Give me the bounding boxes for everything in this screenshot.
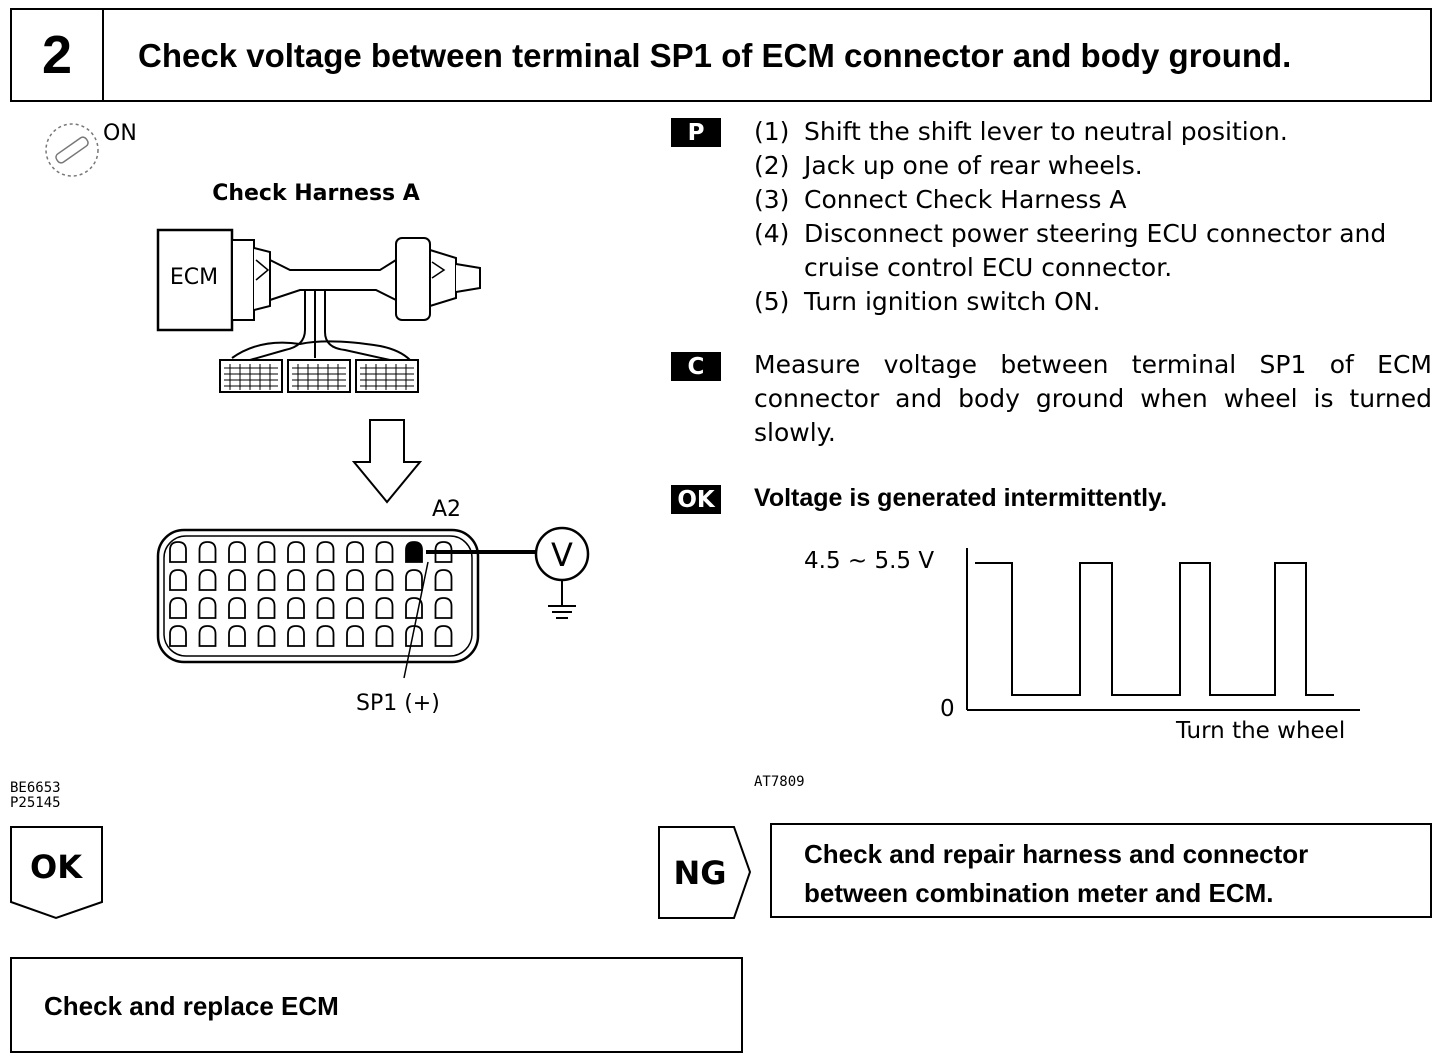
- terminal: [346, 597, 364, 619]
- terminal: [434, 625, 453, 647]
- ok-spec-text: Voltage is generated intermittently.: [754, 484, 1168, 512]
- terminal: [405, 569, 423, 591]
- diagram-code-1: BE6653: [10, 780, 61, 796]
- procedure-step: (5)Turn ignition switch ON.: [754, 287, 1101, 316]
- terminal: [375, 569, 394, 591]
- ng-result-text: Check and repair harness and connector b…: [804, 839, 1309, 908]
- terminal-grid: [169, 541, 453, 647]
- terminal: [169, 569, 187, 591]
- waveform-signal: [975, 562, 1334, 696]
- terminal: [287, 597, 305, 619]
- step-title: Check voltage between terminal SP1 of EC…: [138, 37, 1292, 74]
- ng-flow-label: NG: [673, 854, 726, 892]
- ecm-connector-face: [156, 528, 480, 664]
- ignition-on-label: ON: [103, 121, 137, 146]
- voltmeter-symbol: V: [551, 536, 573, 574]
- terminal: [346, 569, 364, 591]
- terminal: [257, 625, 276, 647]
- terminal: [257, 597, 276, 619]
- terminal: [257, 541, 276, 563]
- terminal: [228, 597, 246, 619]
- procedure-steps: (1)Shift the shift lever to neutral posi…: [754, 115, 1386, 319]
- diagram-code-2: P25145: [10, 795, 61, 811]
- procedure-step: (2)Jack up one of rear wheels.: [754, 151, 1143, 180]
- terminal-sp1: [405, 541, 423, 563]
- terminal: [375, 541, 394, 563]
- terminal: [228, 541, 246, 563]
- ng-flow-marker: NG: [658, 826, 752, 919]
- terminal: [346, 541, 364, 563]
- terminal: [316, 541, 335, 563]
- waveform-low-label: 0: [940, 696, 955, 722]
- terminal: [169, 625, 187, 647]
- ok-flow-marker: OK: [10, 826, 103, 920]
- terminal: [316, 597, 335, 619]
- terminal: [287, 625, 305, 647]
- sp1-label: SP1 (+): [356, 691, 440, 716]
- procedure-step: (4)Disconnect power steering ECU connect…: [754, 219, 1387, 248]
- terminal: [198, 569, 217, 591]
- terminal: [434, 569, 453, 591]
- terminal: [198, 597, 217, 619]
- terminal: [287, 569, 305, 591]
- terminal: [375, 597, 394, 619]
- terminal: [228, 625, 246, 647]
- terminal: [198, 541, 217, 563]
- ecm-unit: ECM: [156, 228, 271, 332]
- ecm-label: ECM: [170, 265, 218, 290]
- procedure-step-continuation: cruise control ECU connector.: [804, 253, 1173, 282]
- voltmeter-icon: V: [534, 526, 590, 606]
- harness-diagram: ON Check Harness A ECM A2: [45, 121, 590, 716]
- terminal: [198, 625, 217, 647]
- waveform-high-label: 4.5 ~ 5.5 V: [804, 548, 934, 574]
- procedure-step: (1)Shift the shift lever to neutral posi…: [754, 117, 1288, 146]
- ng-result-box: Check and repair harness and connector b…: [770, 823, 1432, 918]
- terminal: [169, 541, 187, 563]
- ignition-key-icon: [45, 123, 99, 177]
- ok-result-text: Check and replace ECM: [44, 991, 339, 1021]
- terminal: [228, 569, 246, 591]
- terminal: [346, 625, 364, 647]
- terminal: [287, 541, 305, 563]
- step-header: 2 Check voltage between terminal SP1 of …: [10, 8, 1432, 102]
- terminal: [316, 569, 335, 591]
- step-number: 2: [12, 10, 104, 100]
- down-arrow-icon: [351, 419, 423, 504]
- voltage-waveform: 4.5 ~ 5.5 V 0 Turn the wheel: [804, 548, 1360, 744]
- procedure-badge: P: [671, 118, 721, 147]
- harness-connector-right: [395, 237, 481, 321]
- harness-title: Check Harness A: [212, 181, 420, 206]
- terminal-a2-label: A2: [432, 497, 461, 522]
- check-badge: C: [671, 352, 721, 381]
- procedure-step: (3)Connect Check Harness A: [754, 185, 1127, 214]
- ground-icon: [548, 605, 576, 619]
- ok-flow-label: OK: [30, 848, 83, 886]
- ok-badge: OK: [671, 485, 721, 514]
- check-text: Measure voltage between terminal SP1 of …: [754, 350, 1432, 447]
- terminal: [257, 569, 276, 591]
- terminal: [375, 625, 394, 647]
- terminal: [434, 597, 453, 619]
- waveform-code: AT7809: [754, 774, 805, 790]
- waveform-x-label: Turn the wheel: [1175, 718, 1345, 744]
- ok-result-box: Check and replace ECM: [10, 957, 743, 1053]
- terminal: [169, 597, 187, 619]
- terminal: [316, 625, 335, 647]
